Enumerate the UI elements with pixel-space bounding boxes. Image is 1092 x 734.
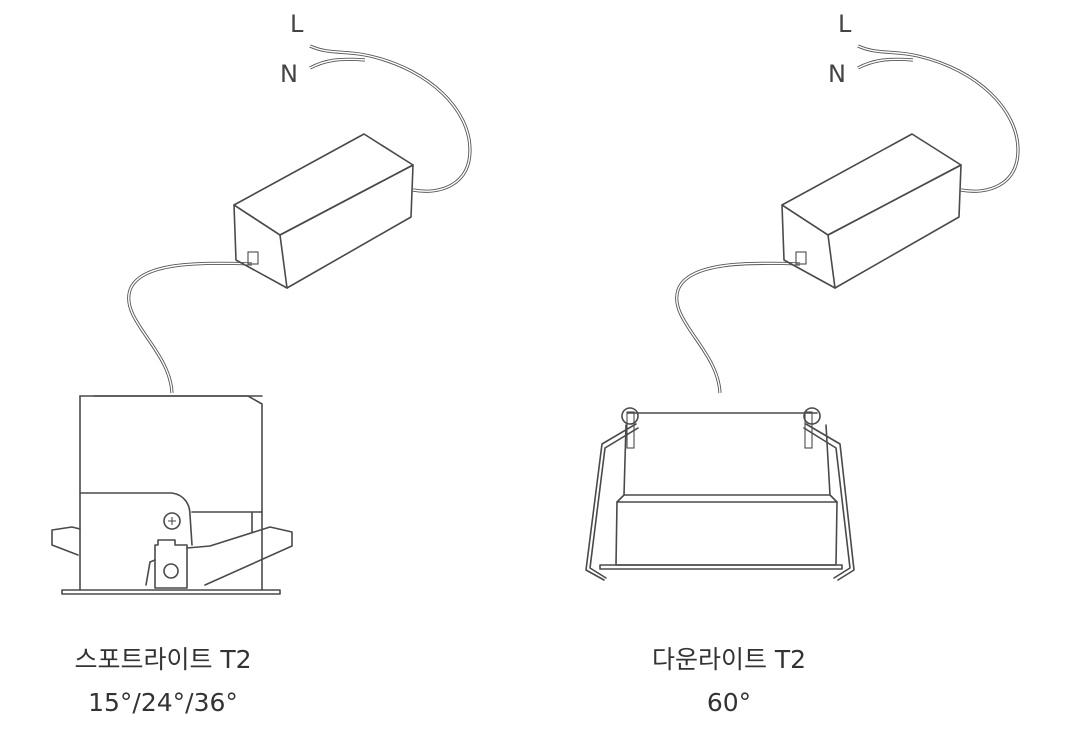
neutral-wire-label: N: [828, 60, 846, 88]
spotlight-driver: [127, 44, 472, 395]
live-wire-label: L: [290, 10, 304, 38]
downlight-name: 다운라이트 T2: [651, 645, 807, 674]
live-wire-label: L: [838, 10, 852, 38]
spotlight-name: 스포트라이트 T2: [74, 645, 252, 674]
spotlight-fixture: [51, 395, 293, 595]
downlight-beam-angles: 60°: [706, 688, 752, 717]
downlight-fixture: [585, 407, 855, 581]
neutral-wire-label: N: [280, 60, 298, 88]
downlight-driver: [675, 44, 1020, 395]
spotlight-beam-angles: 15°/24°/36°: [88, 688, 238, 717]
